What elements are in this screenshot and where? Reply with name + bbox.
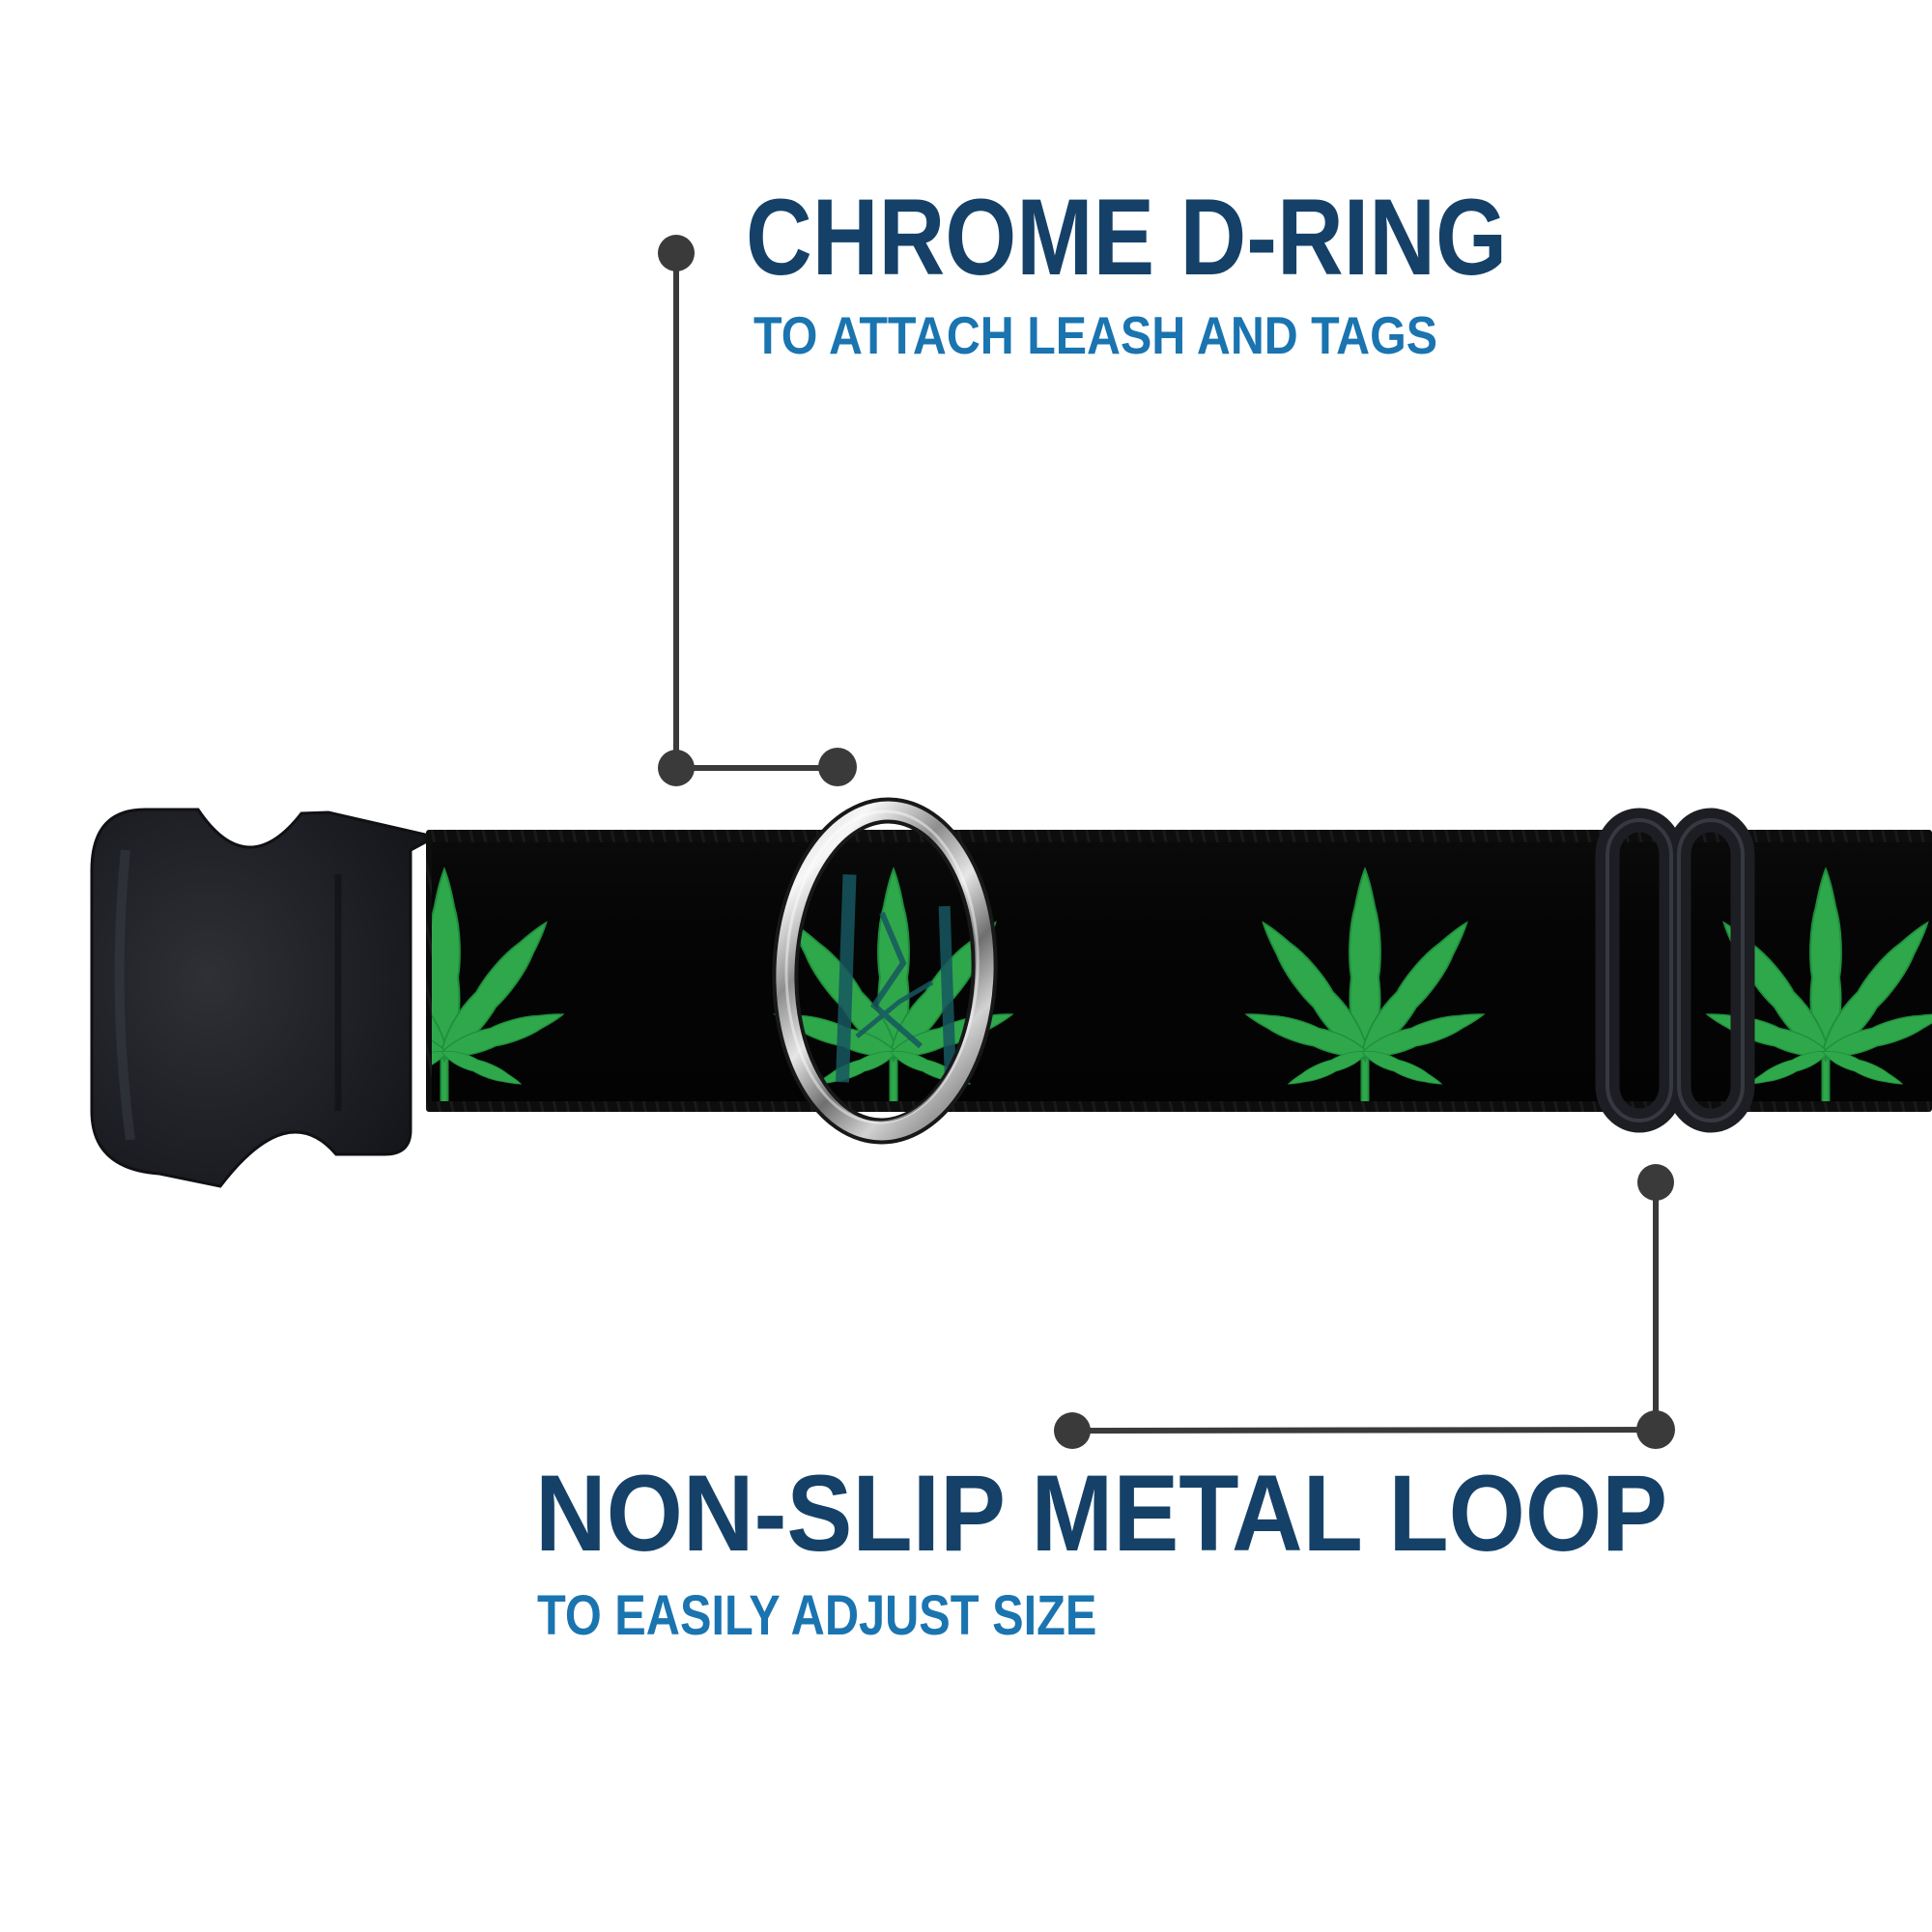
callout-bottom-slider bbox=[1054, 1164, 1675, 1449]
d-ring-label-title: CHROME D-RING bbox=[746, 177, 1508, 298]
side-release-buckle bbox=[90, 808, 427, 1188]
callout-dot bbox=[1637, 1164, 1674, 1201]
printed-strap-panel bbox=[432, 842, 1932, 1101]
d-ring-label-subtitle: TO ATTACH LEASH AND TAGS bbox=[753, 305, 1438, 365]
slider-label-subtitle: TO EASILY ADJUST SIZE bbox=[537, 1584, 1097, 1647]
callout-dot bbox=[1636, 1410, 1675, 1449]
cannabis-leaf-icon bbox=[1700, 855, 1932, 1101]
cannabis-leaf-icon bbox=[1239, 855, 1491, 1101]
callout-dot bbox=[1054, 1412, 1091, 1449]
cannabis-leaf-icon bbox=[768, 855, 1019, 1101]
slider-label-title: NON-SLIP METAL LOOP bbox=[535, 1453, 1668, 1574]
buckle-body bbox=[90, 808, 427, 1188]
buckle-highlight bbox=[114, 849, 135, 1141]
callout-dot bbox=[658, 750, 695, 786]
callout-dot bbox=[818, 748, 857, 786]
cannabis-leaf-icon bbox=[432, 855, 570, 1101]
callout-dot bbox=[658, 235, 695, 271]
callout-line-horizontal bbox=[1071, 1427, 1657, 1434]
